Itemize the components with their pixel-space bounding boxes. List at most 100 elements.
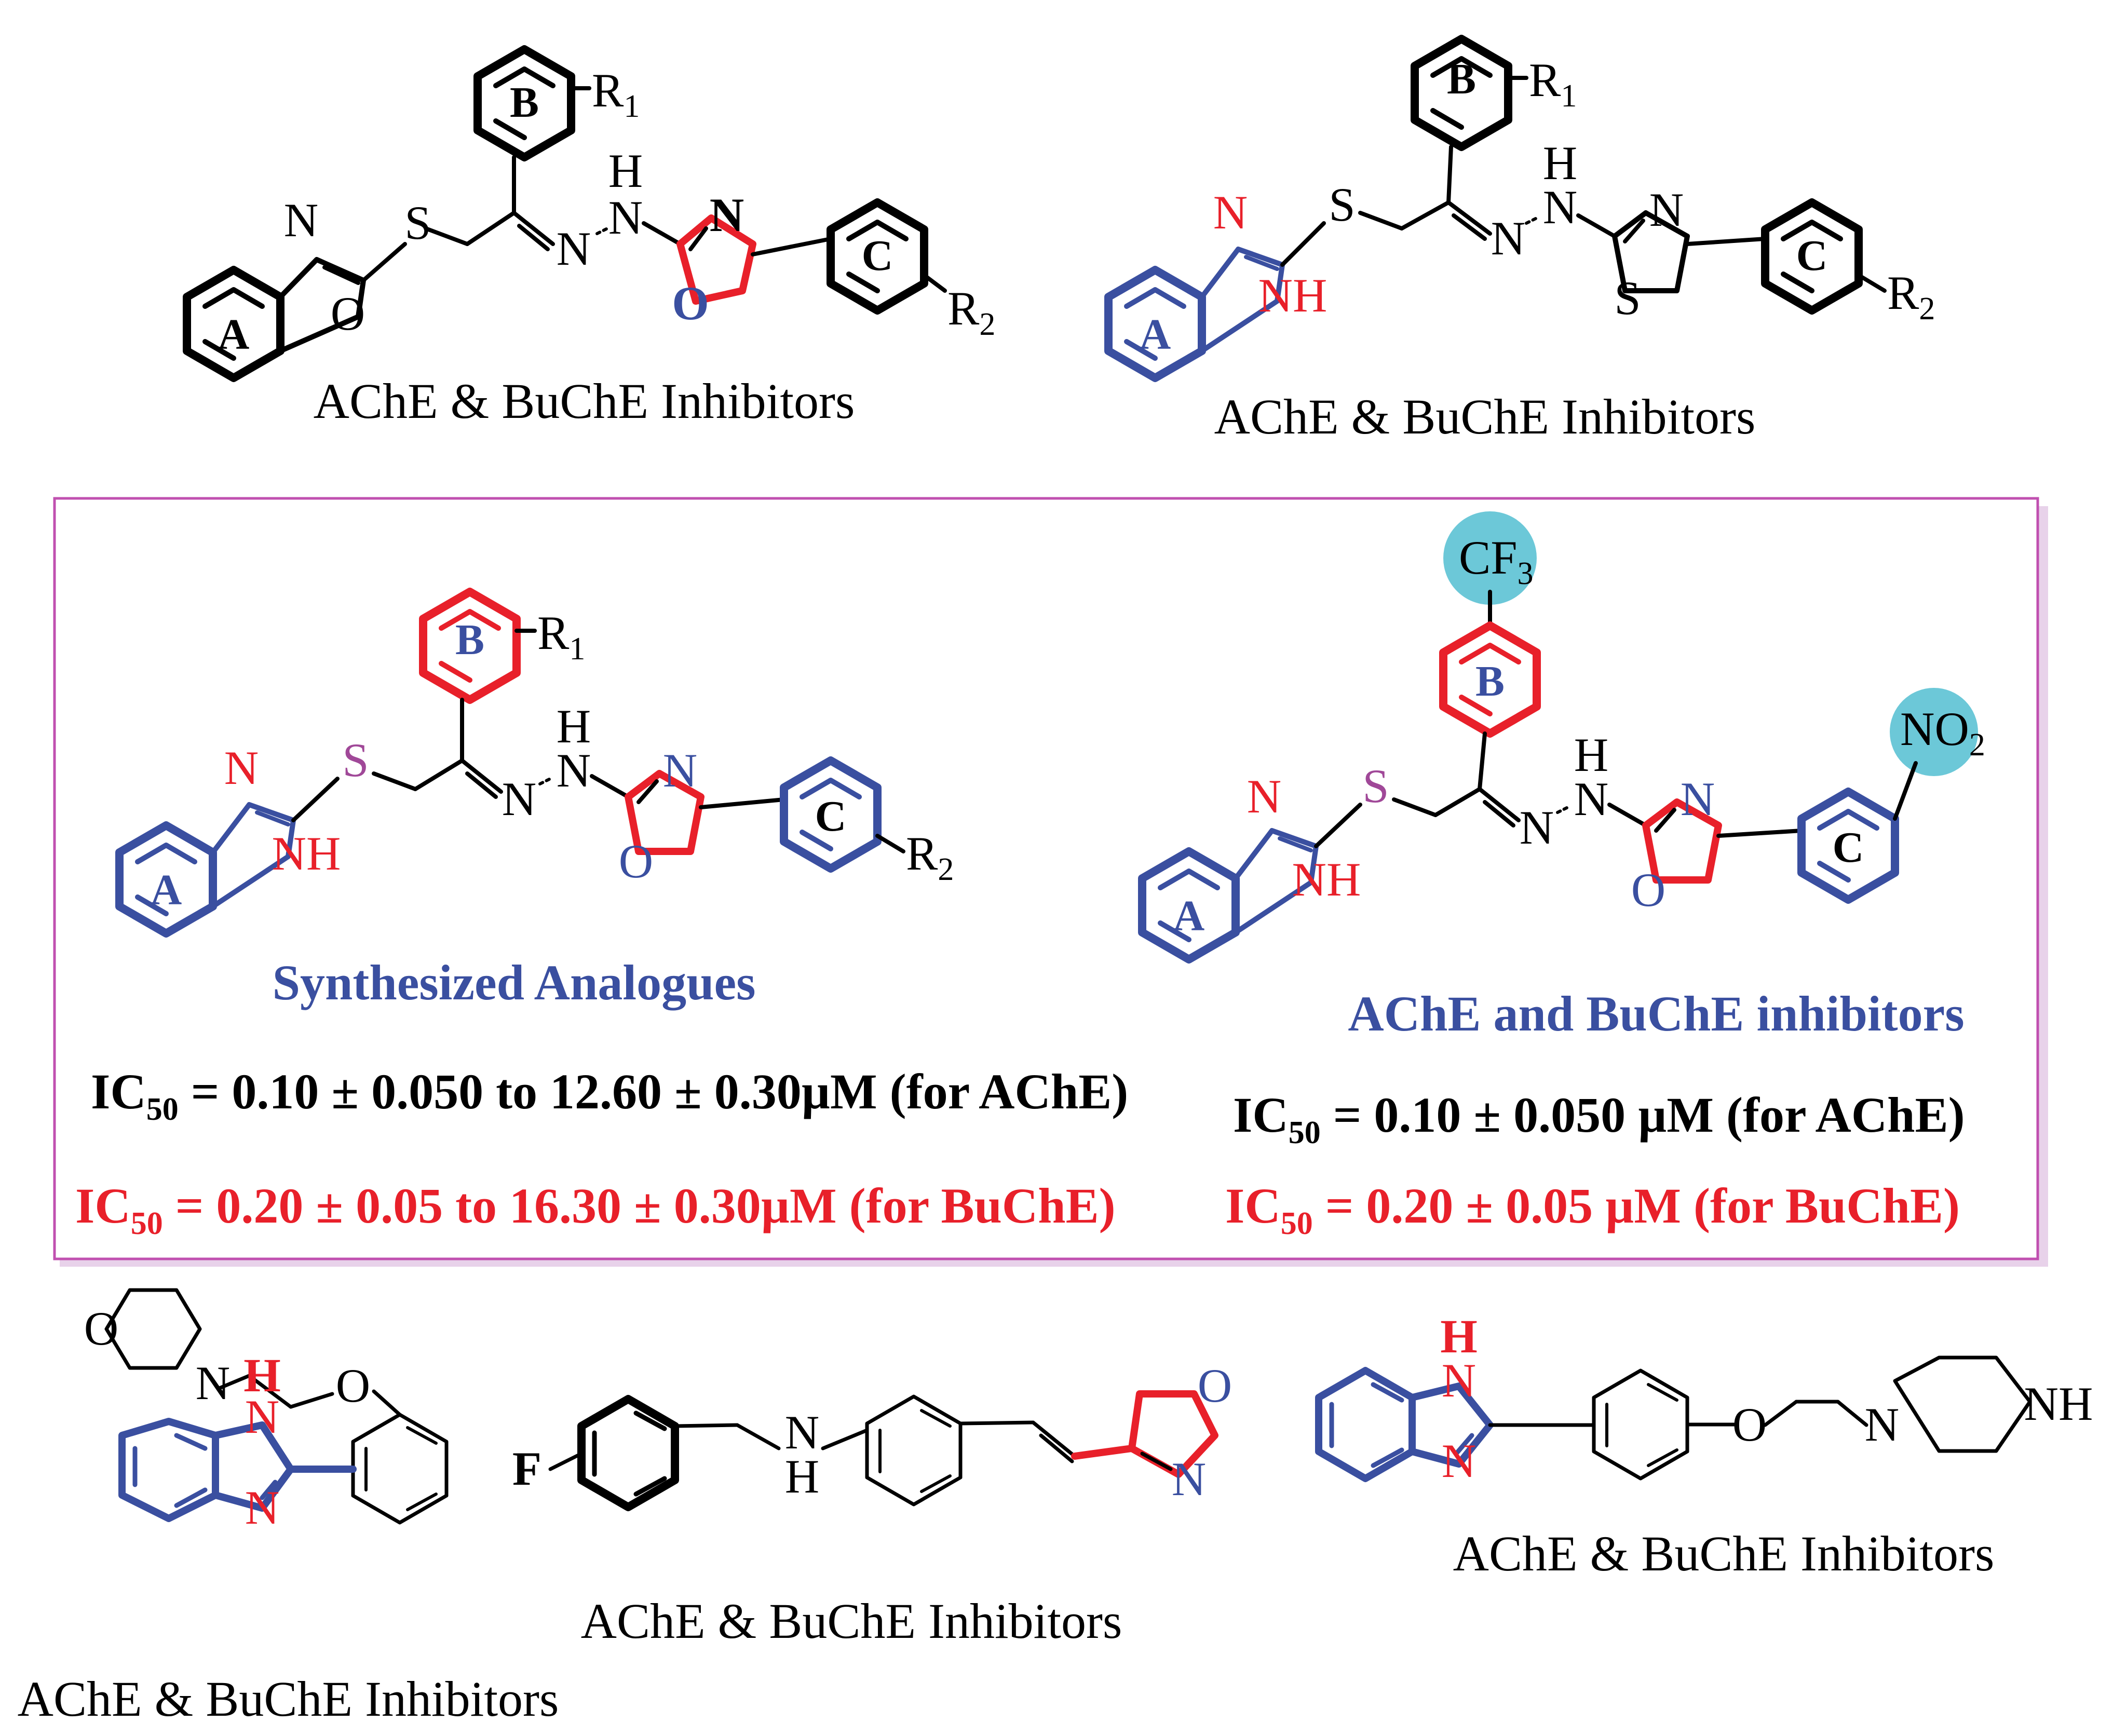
benzoxazole-o-label: O bbox=[331, 287, 365, 340]
hydrazone-nh-label: N bbox=[1574, 772, 1608, 825]
hydrazone-n-label: N bbox=[502, 772, 536, 825]
benzimidazole-n-label: N bbox=[1213, 186, 1248, 239]
ether-o-label: O bbox=[1732, 1398, 1767, 1451]
hydrazone-h-label: H bbox=[1574, 728, 1608, 781]
benzimidazole-n1-label: N bbox=[1442, 1354, 1476, 1407]
benzimidazole-benzene bbox=[118, 1418, 219, 1522]
box-left-ic50-buche: IC50 = 0.20 ± 0.05 to 16.30 ± 0.30µM (fo… bbox=[75, 1178, 1116, 1241]
oxazole-n-label: N bbox=[663, 744, 697, 797]
box-right-labels: CF3 NO2 A B C N NH S N H N N O AChE and … bbox=[1173, 531, 1985, 1241]
hydrazone-h-label: H bbox=[608, 144, 643, 197]
r1-label: R1 bbox=[537, 606, 585, 667]
box-right-ic50-ache: IC50 = 0.10 ± 0.050 µM (for AChE) bbox=[1233, 1087, 1965, 1150]
hydrazone-n-label: N bbox=[557, 222, 591, 275]
thiazole-s-label: S bbox=[1614, 272, 1641, 324]
benzimidazole-n2-label: N bbox=[245, 1481, 279, 1534]
ache-buche-caption: AChE and BuChE inhibitors bbox=[1348, 986, 1964, 1041]
benzimidazole-n-label: N bbox=[1247, 770, 1281, 823]
thioether-s-label: S bbox=[1329, 178, 1355, 231]
hydrazone-n-label: N bbox=[1491, 212, 1525, 265]
bottom-2-caption: AChE & BuChE Inhibitors bbox=[581, 1593, 1122, 1649]
piperazine-ring bbox=[1893, 1355, 2032, 1453]
ring-b bbox=[419, 588, 521, 704]
oxazole-n-label: N bbox=[710, 188, 744, 241]
phenyl-ring bbox=[1592, 1368, 1689, 1481]
ring-b bbox=[1439, 621, 1541, 738]
hydrazone-nh-label: N bbox=[557, 744, 591, 797]
no2-highlight bbox=[1890, 688, 1978, 776]
ring-a-label: A bbox=[151, 866, 182, 914]
bottom-2-structure bbox=[548, 1390, 1218, 1511]
ring-b-label: B bbox=[1447, 55, 1476, 103]
ring-b-label: B bbox=[455, 616, 484, 664]
ring-b-label: B bbox=[510, 78, 539, 127]
ring-c-label: C bbox=[1796, 232, 1828, 280]
oxazole-ring bbox=[625, 770, 705, 855]
benzimidazole-nh-label: NH bbox=[1292, 853, 1361, 906]
hydrazone-nh-label: N bbox=[608, 191, 643, 244]
ring-c bbox=[1761, 198, 1863, 315]
ring-c-label: C bbox=[1833, 823, 1864, 872]
bottom-1-labels: O N O H N N AChE & BuChE Inhibitors bbox=[18, 1302, 559, 1727]
cf3-label: CF3 bbox=[1459, 531, 1534, 591]
top-left-labels: A B C R1 R2 N O S N H N N O AChE & BuChE… bbox=[218, 64, 996, 429]
cf3-highlight bbox=[1443, 511, 1537, 605]
r2-label: R2 bbox=[1887, 266, 1935, 327]
ring-c bbox=[827, 198, 928, 315]
hydrazone-n-label: N bbox=[1520, 801, 1554, 854]
morpholine-n-label: N bbox=[196, 1357, 230, 1409]
no2-label: NO2 bbox=[1900, 702, 1985, 763]
benzimidazole-nh-label: NH bbox=[1258, 269, 1328, 322]
benzimidazole-n2-label: N bbox=[1442, 1434, 1476, 1487]
piperazine-n-label: N bbox=[1865, 1398, 1899, 1451]
r1-label: R1 bbox=[592, 64, 640, 124]
ring-a-label: A bbox=[1140, 310, 1171, 359]
synthesized-caption: Synthesized Analogues bbox=[273, 955, 756, 1010]
bottom-2-labels: F N H O N AChE & BuChE Inhibitors bbox=[512, 1359, 1232, 1649]
box-left-labels: A B C R1 R2 N NH S N H N N O Synthesized… bbox=[75, 606, 1128, 1241]
oxazole-n-label: N bbox=[1681, 772, 1715, 825]
benzimidazole-n1-label: N bbox=[245, 1390, 279, 1443]
thiazole-n-label: N bbox=[1649, 183, 1684, 236]
highlight-box bbox=[53, 497, 2039, 1260]
top-right-structure bbox=[1104, 35, 1887, 382]
ring-b-label: B bbox=[1475, 657, 1505, 706]
benzoxazole-n-label: N bbox=[284, 194, 318, 247]
amine-n-label: N bbox=[785, 1406, 819, 1459]
top-left-structure bbox=[183, 45, 947, 382]
ring-c-label: C bbox=[862, 232, 893, 280]
ring-c bbox=[780, 756, 882, 873]
thioether-s-label: S bbox=[404, 196, 431, 249]
bottom-3-labels: H N N O N NH AChE & BuChE Inhibitors bbox=[1440, 1310, 2093, 1581]
piperazine-nh-label: NH bbox=[2024, 1377, 2093, 1430]
phenoxy-ring bbox=[351, 1413, 449, 1525]
hydrazone-h-label: H bbox=[557, 700, 591, 753]
bottom-1-caption: AChE & BuChE Inhibitors bbox=[18, 1671, 559, 1727]
box-right-structure bbox=[1138, 511, 1978, 964]
oxazole-o-label: O bbox=[619, 835, 653, 888]
bottom-1-structure bbox=[104, 1288, 449, 1525]
top-right-labels: A B C R1 R2 N NH S N H N N S AChE & BuCh… bbox=[1140, 53, 1935, 444]
amine-h-label: H bbox=[785, 1450, 819, 1503]
ether-o-label: O bbox=[336, 1359, 370, 1412]
box-left-ic50-ache: IC50 = 0.10 ± 0.050 to 12.60 ± 0.30µM (f… bbox=[91, 1064, 1128, 1127]
ring-b bbox=[473, 45, 575, 161]
benzimidazole-nh-label: NH bbox=[272, 827, 341, 880]
oxazole-ring bbox=[1642, 798, 1722, 884]
top-right-caption: AChE & BuChE Inhibitors bbox=[1214, 389, 1756, 444]
oxazole-o-label: O bbox=[1198, 1359, 1232, 1412]
hydrazone-h-label: H bbox=[1543, 137, 1577, 189]
top-left-caption: AChE & BuChE Inhibitors bbox=[314, 373, 855, 429]
benzimidazole-n-label: N bbox=[224, 741, 259, 794]
r2-label: R2 bbox=[906, 827, 954, 887]
fluoro-label: F bbox=[512, 1442, 541, 1495]
morpholine-ring bbox=[104, 1288, 202, 1370]
benzimidazole-h-label: H bbox=[243, 1349, 281, 1402]
oxazole-o-label: O bbox=[1631, 863, 1665, 916]
r1-label: R1 bbox=[1529, 53, 1577, 114]
bottom-3-structure bbox=[1315, 1355, 2032, 1482]
benzimidazole-h-label: H bbox=[1440, 1310, 1478, 1363]
thioether-s-label: S bbox=[342, 734, 369, 786]
r2-label: R2 bbox=[947, 282, 995, 342]
ring-a-label: A bbox=[1173, 892, 1205, 940]
